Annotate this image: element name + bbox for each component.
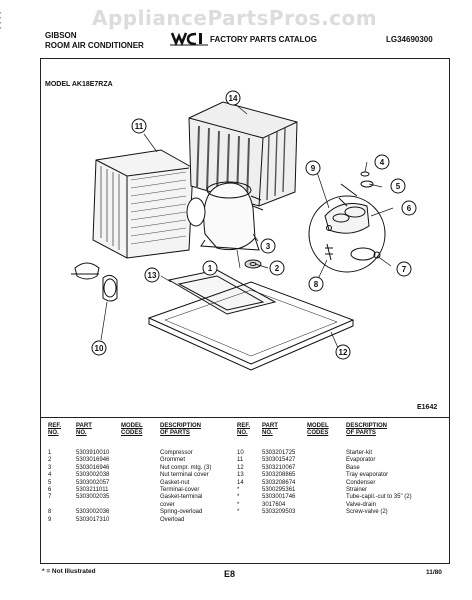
callout-3: 3: [260, 238, 276, 254]
grommet: [244, 259, 262, 269]
brand-name: GIBSON: [45, 31, 77, 40]
svg-text:14: 14: [229, 94, 238, 103]
terminal-assembly: [308, 171, 386, 273]
exploded-parts-diagram: 1 2 3 4 5 6 7 8 9 10 11 12 13 14: [71, 90, 417, 371]
callout-5: 5: [390, 178, 406, 194]
page-number: E8: [224, 569, 236, 579]
svg-text:8: 8: [314, 280, 319, 289]
callout-4: 4: [374, 154, 390, 170]
header-ref-right: REF.NO.: [237, 423, 251, 436]
header-ref: REF.NO.: [48, 423, 62, 436]
model-number: MODEL AK18E7RZA: [45, 81, 113, 88]
callout-13: 13: [144, 267, 160, 283]
callout-12: 12: [335, 344, 351, 360]
brand-block: GIBSON ROOM AIR CONDITIONER: [45, 31, 144, 51]
callout-1: 1: [202, 260, 218, 276]
callout-2: 2: [269, 260, 285, 276]
svg-text:11: 11: [135, 122, 144, 131]
starter-kit: [71, 262, 118, 302]
footnote: * = Not Illustrated: [42, 568, 96, 575]
callout-7: 7: [396, 261, 412, 277]
callout-11: 11: [131, 118, 147, 134]
svg-text:6: 6: [407, 204, 412, 213]
evaporator-coil: [92, 149, 194, 259]
catalog-code: LG34690300: [386, 35, 433, 44]
diagram-frame: [40, 58, 450, 564]
svg-text:4: 4: [380, 158, 385, 167]
svg-text:3: 3: [266, 242, 271, 251]
svg-text:10: 10: [95, 344, 104, 353]
svg-text:13: 13: [148, 271, 157, 280]
table-separator: [40, 417, 450, 418]
callout-6: 6: [401, 200, 417, 216]
svg-text:1: 1: [208, 264, 213, 273]
diagram-code: E1642: [417, 404, 438, 411]
callout-9: 9: [305, 160, 321, 176]
catalog-date: 11/80: [426, 569, 442, 576]
table-row: cover: [160, 501, 175, 508]
catalog-title: FACTORY PARTS CATALOG: [210, 35, 317, 44]
svg-text:2: 2: [275, 264, 280, 273]
callout-10: 10: [91, 340, 107, 356]
leader-lines: [100, 102, 394, 351]
condenser-coil: [188, 101, 298, 207]
product-line: ROOM AIR CONDITIONER: [45, 41, 144, 50]
svg-text:12: 12: [339, 348, 348, 357]
svg-text:9: 9: [311, 164, 316, 173]
scan-margin-marks: ▪▪▪▪: [0, 10, 2, 30]
svg-text:5: 5: [396, 182, 401, 191]
wci-logo: [170, 32, 208, 46]
watermark: AppliancePartsPros.com: [92, 6, 378, 30]
callout-8: 8: [308, 276, 324, 292]
evaporator-tray-and-base: [147, 269, 355, 371]
svg-text:7: 7: [402, 265, 407, 274]
compressor: [186, 181, 264, 251]
callout-14: 14: [225, 90, 241, 106]
